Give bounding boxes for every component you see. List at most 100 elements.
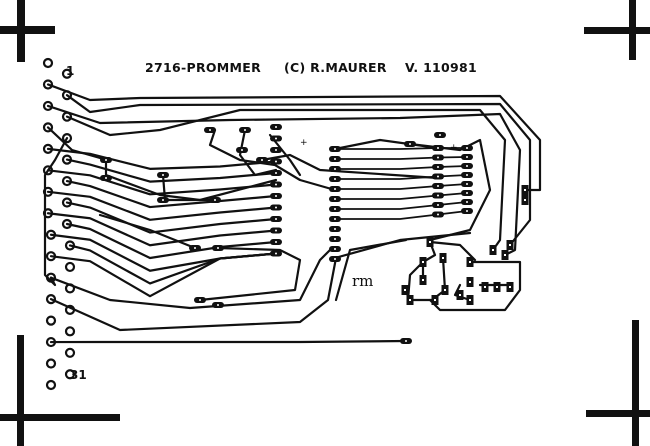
trace	[428, 260, 522, 312]
pad-hole	[466, 147, 468, 149]
connector-pin	[61, 133, 73, 144]
pad-hole	[466, 165, 468, 167]
pad-hole	[466, 183, 468, 185]
pad-hole	[334, 188, 336, 190]
trace	[65, 94, 532, 247]
connector-pin	[64, 347, 76, 358]
crop-mark	[17, 335, 24, 446]
trace	[46, 83, 542, 192]
crop-mark	[17, 0, 25, 62]
trace	[334, 183, 468, 190]
pad-hole	[334, 198, 336, 200]
pad-hole	[509, 286, 511, 288]
pad-hole	[469, 299, 471, 301]
pad-hole	[469, 261, 471, 263]
pad-hole	[275, 149, 277, 151]
pad-hole	[469, 281, 471, 283]
crop-mark	[0, 26, 55, 34]
pad-hole	[217, 247, 219, 249]
trace	[334, 174, 468, 180]
polarity-mark: +	[450, 143, 458, 153]
pad-hole	[334, 248, 336, 250]
pad-hole	[504, 254, 506, 256]
polarity-mark: +	[300, 138, 308, 148]
pad-hole	[437, 194, 439, 197]
pad-hole	[334, 218, 336, 220]
connector-pin	[45, 358, 57, 369]
connector-pin	[42, 100, 54, 112]
pad-hole	[275, 160, 277, 163]
pad-hole	[214, 199, 216, 201]
pad-hole	[275, 195, 277, 197]
pad-hole	[466, 156, 468, 158]
trace	[334, 210, 468, 220]
trace	[46, 169, 278, 196]
trace	[453, 283, 472, 302]
pad-hole	[466, 174, 468, 176]
connector-pin	[42, 57, 54, 69]
trace	[334, 192, 468, 200]
trace	[260, 153, 440, 180]
pad-hole	[437, 175, 439, 178]
pad-hole	[334, 208, 336, 210]
pad-hole	[437, 166, 439, 168]
pad-hole	[199, 299, 201, 301]
trace	[43, 137, 69, 287]
connector-pin	[45, 379, 57, 391]
pad-hole	[275, 206, 277, 209]
trace	[428, 240, 477, 262]
crop-mark	[0, 414, 120, 421]
pad-hole	[162, 174, 164, 176]
connector-pin	[64, 326, 76, 337]
version-text: V. 110981	[405, 60, 478, 75]
trace	[198, 246, 302, 302]
crop-mark	[629, 0, 636, 60]
pad-hole	[434, 299, 436, 301]
pad-hole	[334, 238, 336, 240]
trace	[334, 201, 468, 210]
trace	[65, 179, 278, 209]
trace	[49, 339, 408, 344]
trace	[334, 238, 408, 302]
connector-pin	[45, 294, 57, 305]
pad-hole	[405, 340, 407, 342]
pad-hole	[437, 204, 439, 206]
pin-31-label: 31	[70, 368, 87, 382]
designer-mark: rm	[352, 272, 374, 290]
pad-hole	[105, 159, 107, 161]
trace	[334, 156, 468, 160]
pad-hole	[334, 158, 336, 160]
pad-hole	[275, 137, 277, 140]
pad-hole	[105, 177, 107, 179]
pad-hole	[404, 289, 406, 291]
trace	[68, 244, 278, 285]
pad-hole	[261, 159, 263, 161]
connector-pin	[45, 315, 57, 326]
pad-hole	[275, 241, 277, 243]
pad-hole	[275, 252, 277, 255]
pad-hole	[275, 126, 277, 128]
pad-hole	[459, 294, 461, 296]
copyright-text: (C) R.MAURER	[284, 60, 387, 75]
trace	[46, 147, 278, 170]
pad-hole	[334, 258, 336, 260]
pad-hole	[334, 148, 336, 150]
trace	[421, 240, 437, 282]
pad-hole	[466, 201, 468, 203]
pad-hole	[429, 241, 431, 243]
trace	[406, 260, 425, 302]
pad-hole	[275, 183, 277, 186]
pad-hole	[439, 134, 441, 136]
crop-mark	[586, 410, 650, 417]
pad-hole	[466, 192, 468, 194]
pad-hole	[241, 149, 243, 151]
trace	[49, 252, 278, 298]
trace	[334, 165, 468, 170]
pad-hole	[466, 210, 468, 212]
trace	[49, 233, 278, 272]
pin-1-label: 1	[66, 64, 75, 78]
trace	[46, 190, 278, 221]
pad-hole	[492, 249, 494, 251]
trace	[238, 128, 278, 177]
pad-hole	[217, 304, 219, 306]
